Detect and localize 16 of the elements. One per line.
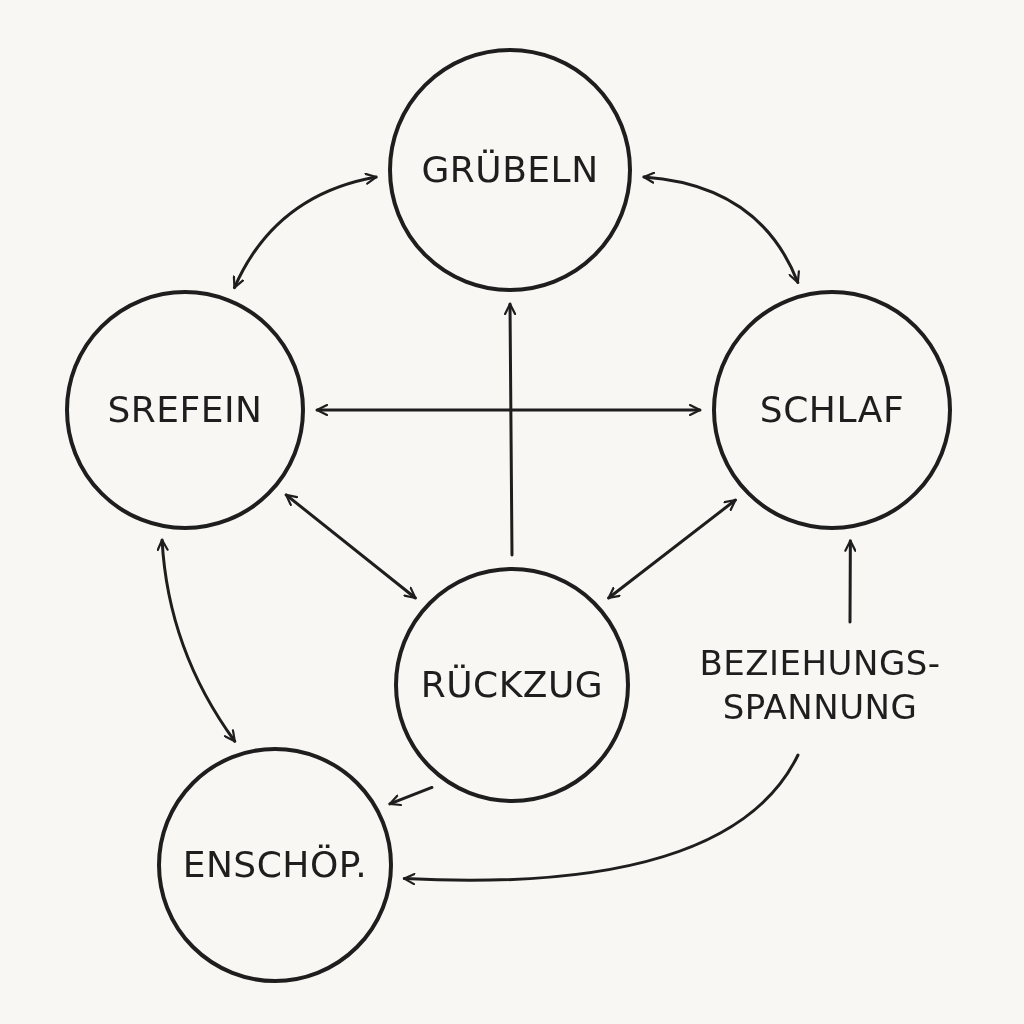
arrow (844, 539, 857, 624)
arrow (388, 785, 434, 807)
arrow (642, 171, 800, 284)
node-label: SREFEIN (107, 387, 263, 432)
arrow (156, 538, 237, 743)
arrow (402, 753, 800, 885)
node-label: BEZIEHUNGS- SPANNUNG (698, 641, 942, 729)
arrow (607, 498, 737, 600)
node-label: GRÜBELN (421, 147, 599, 192)
arrow (315, 403, 702, 417)
node-label: SCHLAF (759, 387, 905, 432)
arrow (504, 302, 517, 557)
node-label: RÜCKZUG (420, 662, 604, 707)
arrow (284, 493, 417, 600)
node-label: ENSCHÖP. (182, 842, 368, 887)
arrow (232, 173, 378, 290)
